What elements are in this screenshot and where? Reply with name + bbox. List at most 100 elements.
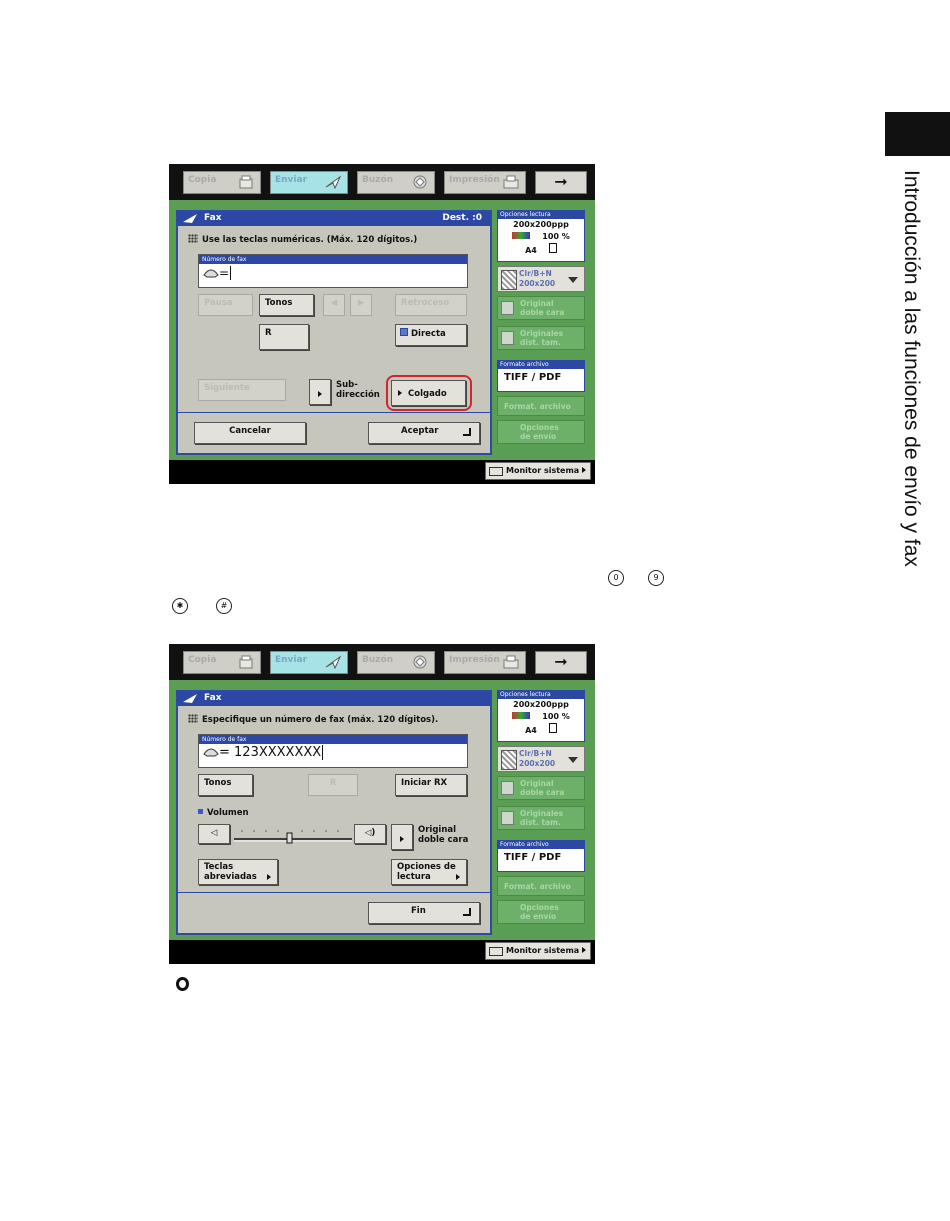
retroceso-button[interactable]: Retroceso bbox=[395, 294, 467, 316]
original-doble-cara-button[interactable]: Original doble cara bbox=[497, 296, 585, 320]
arrow-right-icon bbox=[318, 391, 322, 397]
volume-slider[interactable] bbox=[234, 825, 352, 845]
directa-button[interactable]: Directa bbox=[395, 324, 467, 346]
zoom-value: 100 % bbox=[542, 232, 570, 241]
monitor-sistema-button[interactable]: Monitor sistema bbox=[485, 462, 591, 480]
format-archivo-button[interactable]: Format. archivo bbox=[497, 876, 585, 896]
mode-value: Clr/B+N 200x200 bbox=[519, 269, 556, 288]
opciones-lectura-btn-label: Opciones de lectura bbox=[397, 862, 456, 882]
fax-panel: Fax Especifique un número de fax (máx. 1… bbox=[176, 690, 492, 935]
key-star-icon: ✱ bbox=[172, 598, 188, 614]
fax-number-value: = bbox=[203, 266, 232, 280]
color-mode-icon bbox=[512, 712, 531, 719]
aceptar-button[interactable]: Aceptar bbox=[368, 422, 480, 444]
siguiente-button[interactable]: Siguiente bbox=[198, 379, 286, 401]
opciones-lectura-label: Opciones lectura bbox=[498, 211, 584, 219]
arrow-right-icon bbox=[398, 390, 402, 396]
chevron-down-icon bbox=[568, 757, 578, 763]
originales-dist-button[interactable]: Originales dist. tam. bbox=[497, 326, 585, 350]
tab-label: Copia bbox=[188, 655, 217, 665]
resolution-value: 200x200ppp bbox=[513, 220, 569, 229]
tab-impresion[interactable]: Impresión bbox=[444, 651, 526, 674]
arrow-right-icon bbox=[582, 947, 586, 953]
color-mode-icon bbox=[512, 232, 531, 239]
tonos-button[interactable]: Tonos bbox=[198, 774, 253, 796]
divider bbox=[178, 412, 490, 413]
key-9-icon: 9 bbox=[648, 570, 664, 586]
fax-header: Fax Dest. :0 bbox=[178, 212, 490, 226]
mode-dropdown[interactable]: Clr/B+N 200x200 bbox=[497, 266, 585, 292]
format-archivo-button[interactable]: Format. archivo bbox=[497, 396, 585, 416]
opciones-lectura-label: Opciones lectura bbox=[498, 691, 584, 699]
tab-buzon[interactable]: Buzón bbox=[357, 651, 435, 674]
tab-buzon[interactable]: Buzón bbox=[357, 171, 435, 194]
volume-up-button[interactable]: ◁) bbox=[354, 824, 386, 844]
caution-icon bbox=[176, 977, 189, 991]
opciones-lectura-button[interactable]: Opciones de lectura bbox=[391, 859, 467, 885]
enter-icon bbox=[463, 428, 471, 436]
teclas-abreviadas-button[interactable]: Teclas abreviadas bbox=[198, 859, 278, 885]
key-hash-icon: # bbox=[216, 598, 232, 614]
format-archivo-label: Format. archivo bbox=[504, 882, 571, 891]
cursor-left-button[interactable]: ◀ bbox=[323, 294, 345, 316]
cancelar-button[interactable]: Cancelar bbox=[194, 422, 306, 444]
right-arrow-icon: ➞ bbox=[554, 172, 568, 191]
tab-copia[interactable]: Copia bbox=[183, 171, 261, 194]
originales-dist-label: Originales dist. tam. bbox=[520, 329, 564, 347]
fax-screen-2: Copia Enviar Buzón Impresión ➞ Fax Espec… bbox=[169, 644, 595, 964]
fax-number-field[interactable]: Número de fax = 123XXXXXXX bbox=[198, 734, 468, 768]
fax-number-field[interactable]: Número de fax = bbox=[198, 254, 468, 288]
original-doble-cara-toggle[interactable] bbox=[391, 824, 413, 850]
r-button[interactable]: R bbox=[259, 324, 309, 350]
zoom-value: 100 % bbox=[542, 712, 570, 721]
copier-icon bbox=[239, 655, 253, 669]
right-arrow-icon: ➞ bbox=[554, 652, 568, 671]
mixed-size-icon bbox=[501, 331, 514, 345]
tab-copia[interactable]: Copia bbox=[183, 651, 261, 674]
fax-header: Fax bbox=[178, 692, 490, 706]
volume-down-button[interactable]: ◁ bbox=[198, 824, 230, 844]
tonos-button[interactable]: Tonos bbox=[259, 294, 314, 316]
pausa-button[interactable]: Pausa bbox=[198, 294, 253, 316]
r-button[interactable]: R bbox=[308, 774, 358, 796]
tab-enviar[interactable]: Enviar bbox=[270, 171, 348, 194]
opciones-lectura-box: Opciones lectura 200x200ppp 100 % A4 bbox=[497, 690, 585, 742]
chapter-title-text: Introducción a las funciones de envío y … bbox=[900, 170, 923, 567]
tab-label: Enviar bbox=[275, 655, 308, 665]
opciones-envio-button[interactable]: Opciones de envío bbox=[497, 900, 585, 924]
mode-dropdown[interactable]: Clr/B+N 200x200 bbox=[497, 746, 585, 772]
colgado-button[interactable]: Colgado bbox=[391, 380, 466, 406]
phone-icon bbox=[203, 269, 219, 278]
arrow-right-icon bbox=[456, 874, 460, 880]
resolution-value: 200x200ppp bbox=[513, 700, 569, 709]
formato-value: TIFF / PDF bbox=[504, 852, 562, 863]
monitor-icon bbox=[489, 947, 503, 956]
original-doble-cara-button[interactable]: Original doble cara bbox=[497, 776, 585, 800]
subdireccion-button[interactable] bbox=[309, 379, 331, 405]
formato-archivo-box: Formato archivo TIFF / PDF bbox=[497, 840, 585, 872]
tab-enviar[interactable]: Enviar bbox=[270, 651, 348, 674]
fax-screen-1: Copia Enviar Buzón Impresión ➞ Fax Dest.… bbox=[169, 164, 595, 484]
originales-dist-label: Originales dist. tam. bbox=[520, 809, 564, 827]
cursor-right-button[interactable]: ▶ bbox=[350, 294, 372, 316]
fin-button[interactable]: Fin bbox=[368, 902, 480, 924]
copier-icon bbox=[239, 175, 253, 189]
iniciar-rx-button[interactable]: Iniciar RX bbox=[395, 774, 467, 796]
right-triangle-icon: ▶ bbox=[357, 298, 365, 308]
tab-label: Buzón bbox=[362, 655, 394, 665]
tab-impresion[interactable]: Impresión bbox=[444, 171, 526, 194]
subdireccion-label: Sub- dirección bbox=[336, 380, 380, 400]
monitor-label: Monitor sistema bbox=[506, 946, 580, 955]
chapter-tab bbox=[885, 112, 950, 156]
opciones-envio-button[interactable]: Opciones de envío bbox=[497, 420, 585, 444]
monitor-sistema-button[interactable]: Monitor sistema bbox=[485, 942, 591, 960]
original-doble-label: Original doble cara bbox=[520, 779, 565, 797]
key-0-icon: 0 bbox=[608, 570, 624, 586]
tab-label: Buzón bbox=[362, 175, 394, 185]
originales-dist-button[interactable]: Originales dist. tam. bbox=[497, 806, 585, 830]
next-mode-button[interactable]: ➞ bbox=[535, 651, 587, 674]
format-archivo-label: Format. archivo bbox=[504, 402, 571, 411]
original-doble-label: Original doble cara bbox=[520, 299, 565, 317]
next-mode-button[interactable]: ➞ bbox=[535, 171, 587, 194]
checkbox-icon bbox=[400, 328, 408, 336]
